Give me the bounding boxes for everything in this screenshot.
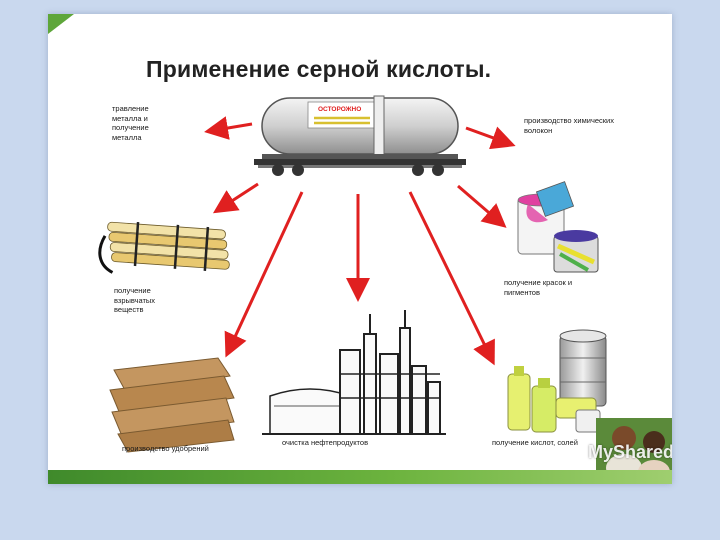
acids-illustration xyxy=(507,329,607,433)
page-title: Применение серной кислоты. xyxy=(146,56,492,82)
label-oil: очистка нефтепродуктов xyxy=(282,438,369,447)
arrows xyxy=(204,116,516,366)
arrow-acids xyxy=(408,191,495,366)
fertilizers-illustration xyxy=(109,357,235,453)
tank-car xyxy=(254,95,466,176)
tank-warning-label: ОСТОРОЖНО xyxy=(318,106,362,113)
arrow-fertilizers xyxy=(224,191,304,358)
label-explosives: получение взрывчатых веществ xyxy=(114,286,156,314)
people-photo xyxy=(596,418,672,484)
arrow-paints xyxy=(457,184,507,228)
arrow-explosives xyxy=(212,182,259,214)
explosives-illustration xyxy=(98,221,230,274)
label-metal: травление металла и получение металла xyxy=(112,104,149,142)
paints-illustration xyxy=(517,181,599,273)
slide: Применение серной кислоты. ОСТОРОЖНО тра… xyxy=(48,14,672,484)
label-acids: получение кислот, солей xyxy=(492,438,578,447)
diagram-art xyxy=(98,95,672,484)
arrow-metal xyxy=(204,116,253,140)
oil-refinery-illustration xyxy=(262,310,446,435)
label-fertilizers: производство удобрений xyxy=(122,444,209,453)
label-paints: получение красок и пигментов xyxy=(504,278,573,297)
watermark-text: MyShared xyxy=(588,442,672,462)
arrow-fibers xyxy=(465,126,516,150)
watermark-icon xyxy=(570,446,586,462)
corner-accent xyxy=(48,14,74,34)
label-fibers: производство химических волокон xyxy=(524,116,614,135)
bottom-bar xyxy=(48,470,672,484)
